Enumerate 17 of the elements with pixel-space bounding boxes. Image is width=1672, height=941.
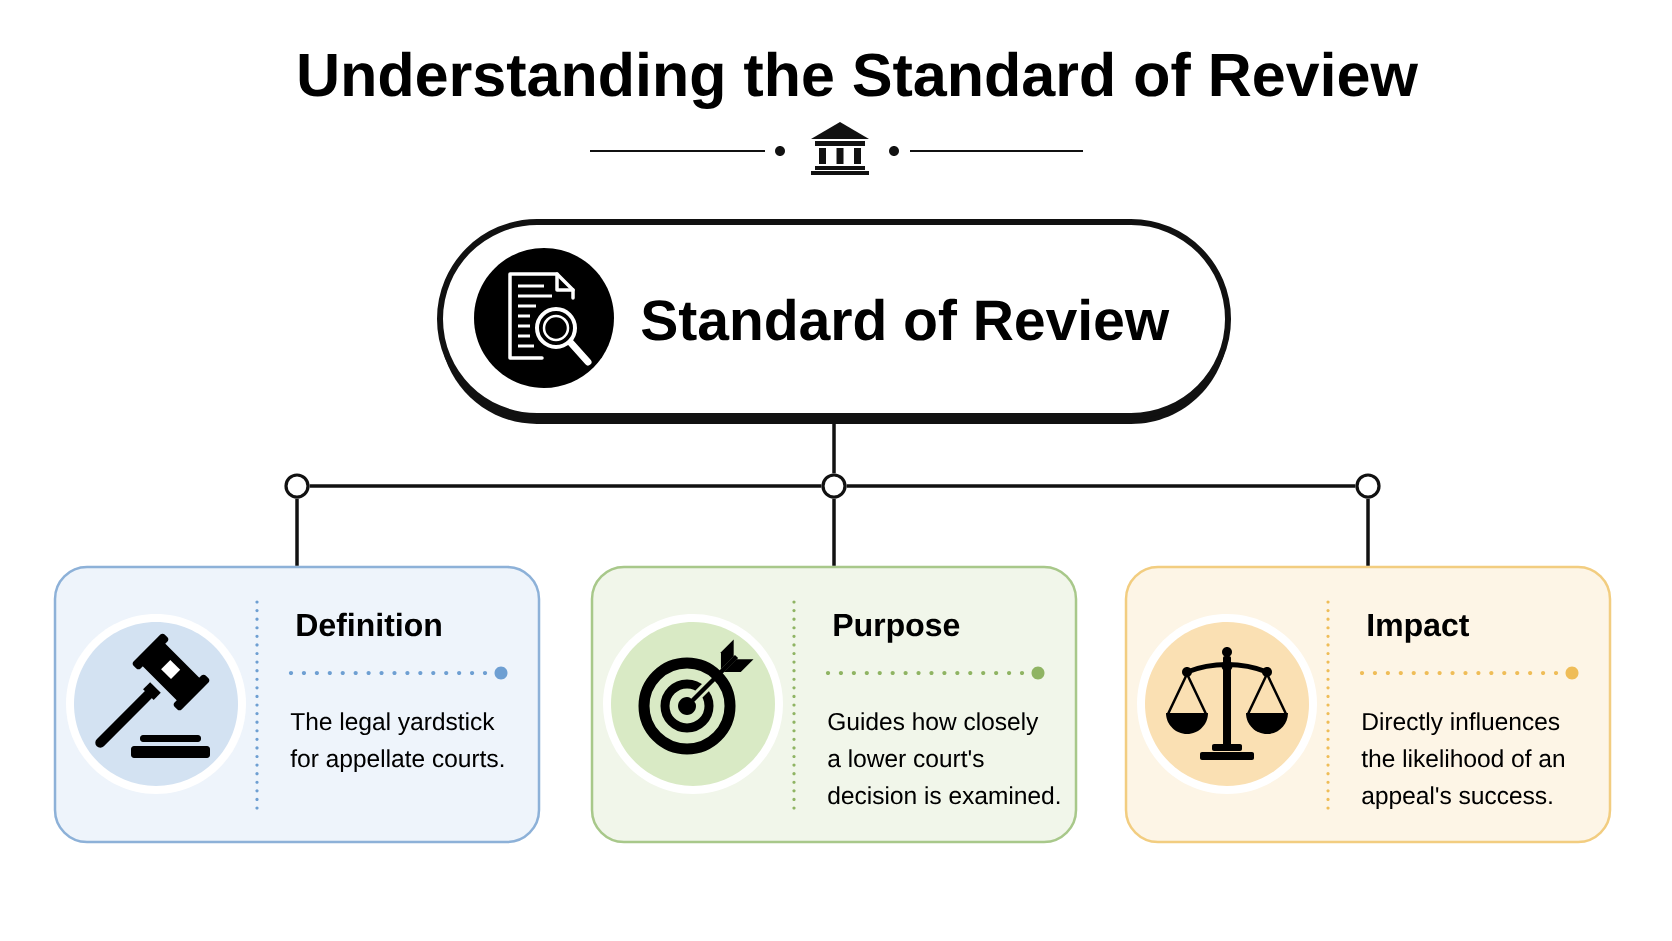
card-heading: Definition xyxy=(297,612,441,637)
title: Understanding the Standard of Review xyxy=(299,51,1419,109)
connector-line xyxy=(832,498,836,566)
connector-line xyxy=(1366,498,1370,566)
junction-circle xyxy=(284,473,310,499)
junction-circle xyxy=(821,473,847,499)
connector-line xyxy=(832,424,836,474)
connector-line xyxy=(846,484,1356,488)
connector-line xyxy=(309,484,822,488)
connector-line xyxy=(295,498,299,566)
box-title: Standard of Review xyxy=(641,298,1170,341)
card-text: Guides how closely a lower court's decision is examined. xyxy=(828,712,1060,805)
junction-circle xyxy=(1355,473,1381,499)
card-heading: Impact xyxy=(1368,614,1469,643)
card-text: The legal yardstick for appellate courts. xyxy=(290,712,504,773)
card-text: Directly influences the likelihood of an appeal's success. xyxy=(1361,712,1564,810)
card-heading: Purpose xyxy=(834,614,960,643)
